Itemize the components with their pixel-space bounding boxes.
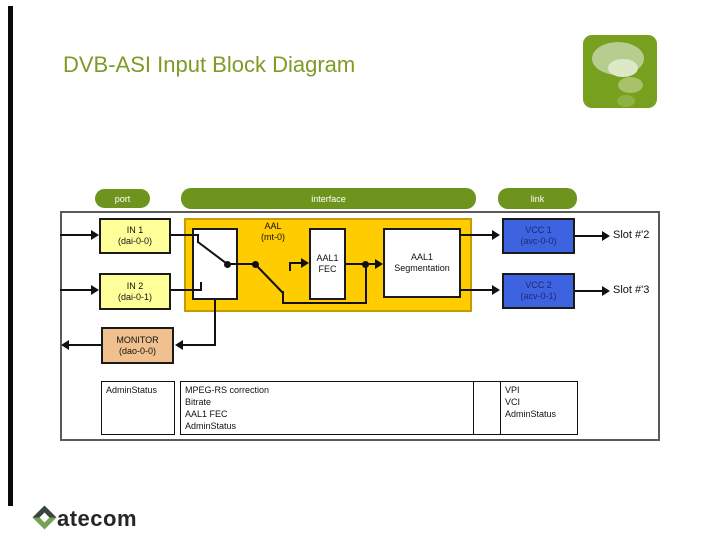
seg-to-vcc2-line (461, 289, 493, 291)
params-port-cell: AdminStatus (101, 381, 175, 435)
monitor-tap-vertical-line (214, 300, 216, 345)
node-in2-name: IN 2 (126, 280, 144, 291)
node-in2: IN 2 (dai-0-1) (99, 273, 171, 310)
params-link-cell: VPI VCI AdminStatus (500, 381, 578, 435)
node-monitor: MONITOR (dao-0-0) (101, 327, 174, 364)
bypass-up-line (365, 263, 367, 304)
node-in1-id: (dai-0-0) (117, 236, 152, 246)
logo-ellipse-small (617, 95, 635, 107)
monitor-output-line (68, 344, 101, 346)
fec-input-line (289, 262, 302, 264)
switch-contact1-stub (197, 234, 199, 243)
bypass-bottom-line (283, 302, 367, 304)
in1-to-switch-line (171, 234, 199, 236)
params-port-line1: AdminStatus (106, 385, 158, 395)
node-vcc2-id: (acv-0-1) (520, 291, 557, 301)
in1-input-arrow-icon (91, 230, 99, 240)
seg-to-vcc1-line (461, 234, 493, 236)
in2-input-arrow-icon (91, 285, 99, 295)
slot2-arrow-icon (602, 231, 610, 241)
logo-ellipse-highlight (608, 59, 638, 77)
in1-input-line (60, 234, 92, 236)
slot2-label: Slot #'2 (613, 229, 650, 241)
company-logo-icon (583, 35, 657, 108)
params-link-line3: AdminStatus (505, 409, 557, 419)
fec-input-stub (289, 262, 291, 271)
atecom-diamond-icon (32, 505, 57, 530)
params-interface-line1: MPEG-RS correction (185, 385, 270, 395)
fec-output-line (346, 263, 364, 265)
slot3-arrow-icon (602, 286, 610, 296)
node-vcc1-id: (avc-0-0) (520, 236, 557, 246)
slide-left-rule (8, 6, 13, 506)
switch-contact2-stub (200, 282, 202, 291)
node-monitor-name: MONITOR (116, 334, 159, 345)
switch-output-line (227, 263, 255, 265)
node-in2-id: (dai-0-1) (117, 291, 152, 302)
atecom-diamond-hole (39, 512, 50, 523)
node-vcc1-name: VCC 1 (525, 225, 552, 235)
node-vcc2: VCC 2 (acv-0-1) (502, 273, 575, 309)
vcc1-input-arrow-icon (492, 230, 500, 240)
node-vcc2-name: VCC 2 (525, 280, 552, 290)
node-seg-line2: Segmentation (394, 263, 450, 273)
in2-to-switch-line (171, 289, 202, 291)
seg-input-arrow-icon (375, 259, 383, 269)
params-interface-line2: Bitrate (185, 397, 212, 407)
section-label-interface: interface (181, 188, 476, 209)
logo-ellipse-medium (618, 77, 643, 93)
section-label-link: link (498, 188, 577, 209)
params-link-line1: VPI (505, 385, 520, 395)
section-label-port: port (95, 189, 150, 208)
page-title: DVB-ASI Input Block Diagram (63, 52, 356, 77)
params-spacer-cell (473, 381, 501, 435)
node-in1-name: IN 1 (126, 225, 144, 235)
node-fec-line2: FEC (318, 264, 337, 274)
params-interface-line3: AAL1 FEC (185, 409, 228, 419)
in2-input-line (60, 289, 92, 291)
vcc2-input-arrow-icon (492, 285, 500, 295)
aal-label-line1: AAL (264, 221, 282, 231)
node-in1: IN 1 (dai-0-0) (99, 218, 171, 254)
seg-input-line (368, 263, 376, 265)
bypass-down-line (282, 291, 284, 304)
node-input-switch (192, 228, 238, 300)
aal-block-label: AAL (mt-0) (246, 221, 300, 243)
node-fec-line1: AAL1 (316, 253, 339, 263)
fec-input-arrow-icon (301, 258, 309, 268)
monitor-output-arrow-icon (61, 340, 69, 350)
node-aal1-fec: AAL1 FEC (309, 228, 346, 300)
node-seg-line1: AAL1 (410, 252, 434, 262)
node-monitor-id: (dao-0-0) (118, 345, 156, 356)
slot3-label: Slot #'3 (613, 284, 650, 296)
junction-dot-merge (362, 261, 369, 268)
params-interface-cell: MPEG-RS correction Bitrate AAL1 FEC Admi… (180, 381, 474, 435)
params-link-line2: VCI (505, 397, 521, 407)
brand-name: atecom (57, 506, 138, 531)
node-aal1-segmentation: AAL1 Segmentation (383, 228, 461, 298)
vcc1-to-slot-line (575, 235, 604, 237)
monitor-input-arrow-icon (175, 340, 183, 350)
aal-label-line2: (mt-0) (261, 232, 285, 242)
node-vcc1: VCC 1 (avc-0-0) (502, 218, 575, 254)
monitor-tap-horizontal-line (182, 344, 216, 346)
params-interface-line4: AdminStatus (185, 421, 237, 431)
vcc2-to-slot-line (575, 290, 604, 292)
